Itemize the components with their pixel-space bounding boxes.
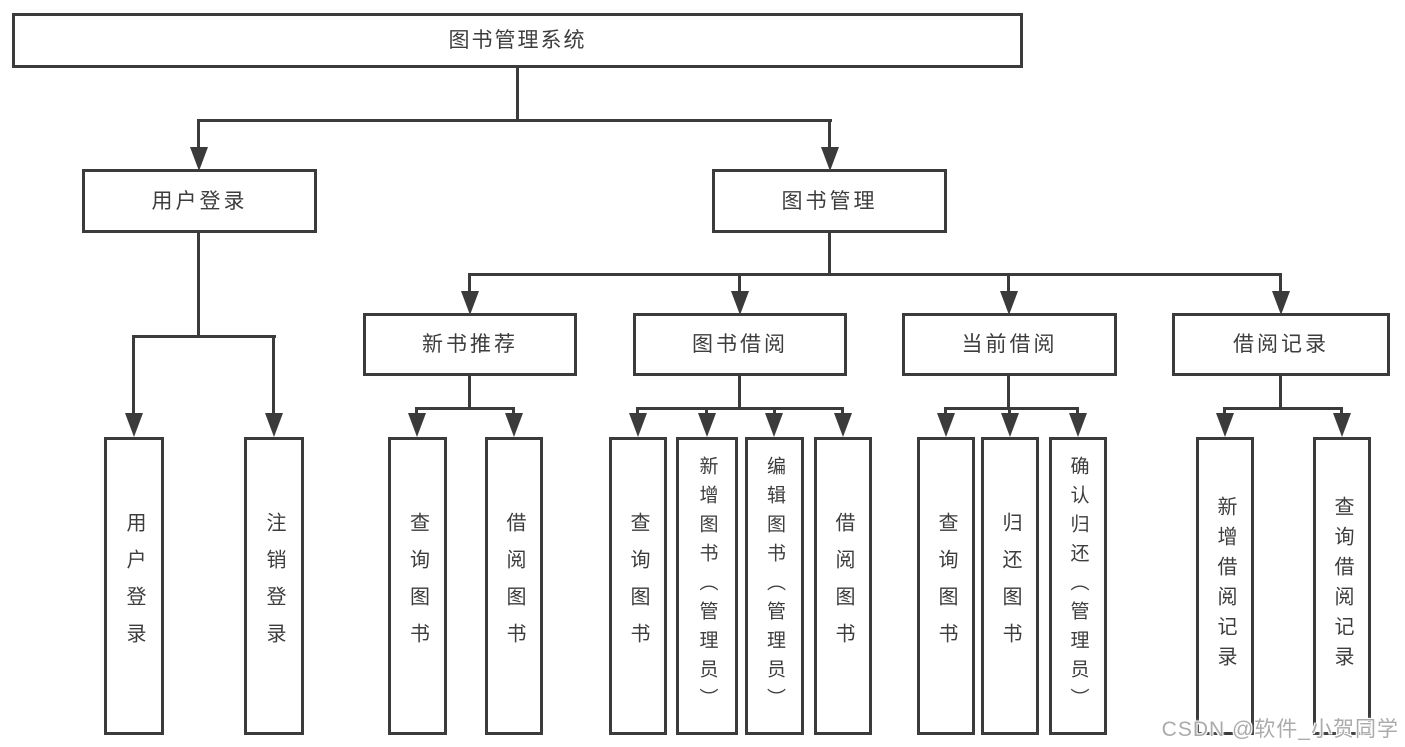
- node-book-management: 图书管理: [712, 169, 947, 233]
- arrow-down-icon: [731, 291, 749, 315]
- node-user-login: 用户登录: [82, 169, 317, 233]
- arrow-down-icon: [125, 413, 143, 437]
- leaf-query-books-recommend: 查询图书: [388, 437, 447, 735]
- arrow-down-icon: [1333, 413, 1351, 437]
- leaf-return-book: 归还图书: [981, 437, 1039, 735]
- node-new-book-recommend: 新书推荐: [363, 313, 577, 376]
- arrow-down-icon: [1216, 413, 1234, 437]
- connector-records-stem: [1279, 375, 1282, 409]
- leaf-confirm-return-admin: 确认归还（管理员）: [1049, 437, 1107, 735]
- leaf-user-login: 用户登录: [104, 437, 164, 735]
- arrow-down-icon: [937, 413, 955, 437]
- arrow-down-icon: [1069, 413, 1087, 437]
- connector-drop-user-login: [197, 119, 200, 151]
- leaf-edit-book-admin: 编辑图书（管理员）: [745, 437, 804, 735]
- csdn-watermark: CSDN @软件_小贺同学: [1161, 718, 1399, 741]
- arrow-down-icon: [1000, 291, 1018, 315]
- connector-drop-borrowing: [738, 273, 741, 295]
- leaf-add-borrow-record: 新增借阅记录: [1196, 437, 1254, 735]
- connector-drop-leaf-logout: [272, 335, 275, 419]
- connector-recommend-stem: [468, 376, 471, 409]
- connector-current-stem: [1007, 376, 1010, 409]
- connector-drop-records: [1279, 273, 1282, 295]
- arrow-down-icon: [834, 413, 852, 437]
- connector-drop-book-mgmt: [828, 119, 831, 151]
- arrow-down-icon: [408, 413, 426, 437]
- node-root-system: 图书管理系统: [12, 13, 1023, 68]
- connector-current-branch: [944, 407, 1079, 410]
- node-borrowing-records: 借阅记录: [1172, 313, 1390, 376]
- connector-level3-branch: [468, 273, 1282, 276]
- connector-borrowing-stem: [738, 376, 741, 409]
- arrow-down-icon: [698, 413, 716, 437]
- leaf-borrow-books-recommend: 借阅图书: [485, 437, 543, 735]
- connector-user-login-stem: [197, 232, 200, 338]
- connector-root-stem: [516, 68, 519, 122]
- connector-borrowing-branch: [636, 407, 844, 410]
- arrow-down-icon: [190, 147, 208, 171]
- leaf-logout: 注销登录: [244, 437, 304, 735]
- leaf-query-books-borrowing: 查询图书: [609, 437, 667, 735]
- connector-user-login-branch: [132, 335, 276, 338]
- arrow-down-icon: [1272, 291, 1290, 315]
- arrow-down-icon: [505, 413, 523, 437]
- connector-level2-branch: [197, 119, 832, 122]
- leaf-add-book-admin: 新增图书（管理员）: [676, 437, 738, 735]
- node-book-borrowing: 图书借阅: [633, 313, 847, 376]
- leaf-borrow-books-borrowing: 借阅图书: [814, 437, 872, 735]
- node-current-borrowing: 当前借阅: [902, 313, 1117, 376]
- arrow-down-icon: [461, 291, 479, 315]
- arrow-down-icon: [821, 147, 839, 171]
- leaf-query-borrow-record: 查询借阅记录: [1313, 437, 1371, 735]
- connector-drop-recommend: [468, 273, 471, 295]
- connector-records-branch: [1223, 407, 1343, 410]
- arrow-down-icon: [629, 413, 647, 437]
- connector-drop-leaf-login: [132, 335, 135, 419]
- leaf-query-books-current: 查询图书: [917, 437, 975, 735]
- arrow-down-icon: [1001, 413, 1019, 437]
- arrow-down-icon: [765, 413, 783, 437]
- connector-drop-current: [1007, 273, 1010, 295]
- arrow-down-icon: [265, 413, 283, 437]
- connector-book-mgmt-stem: [828, 233, 831, 275]
- connector-recommend-branch: [415, 407, 515, 410]
